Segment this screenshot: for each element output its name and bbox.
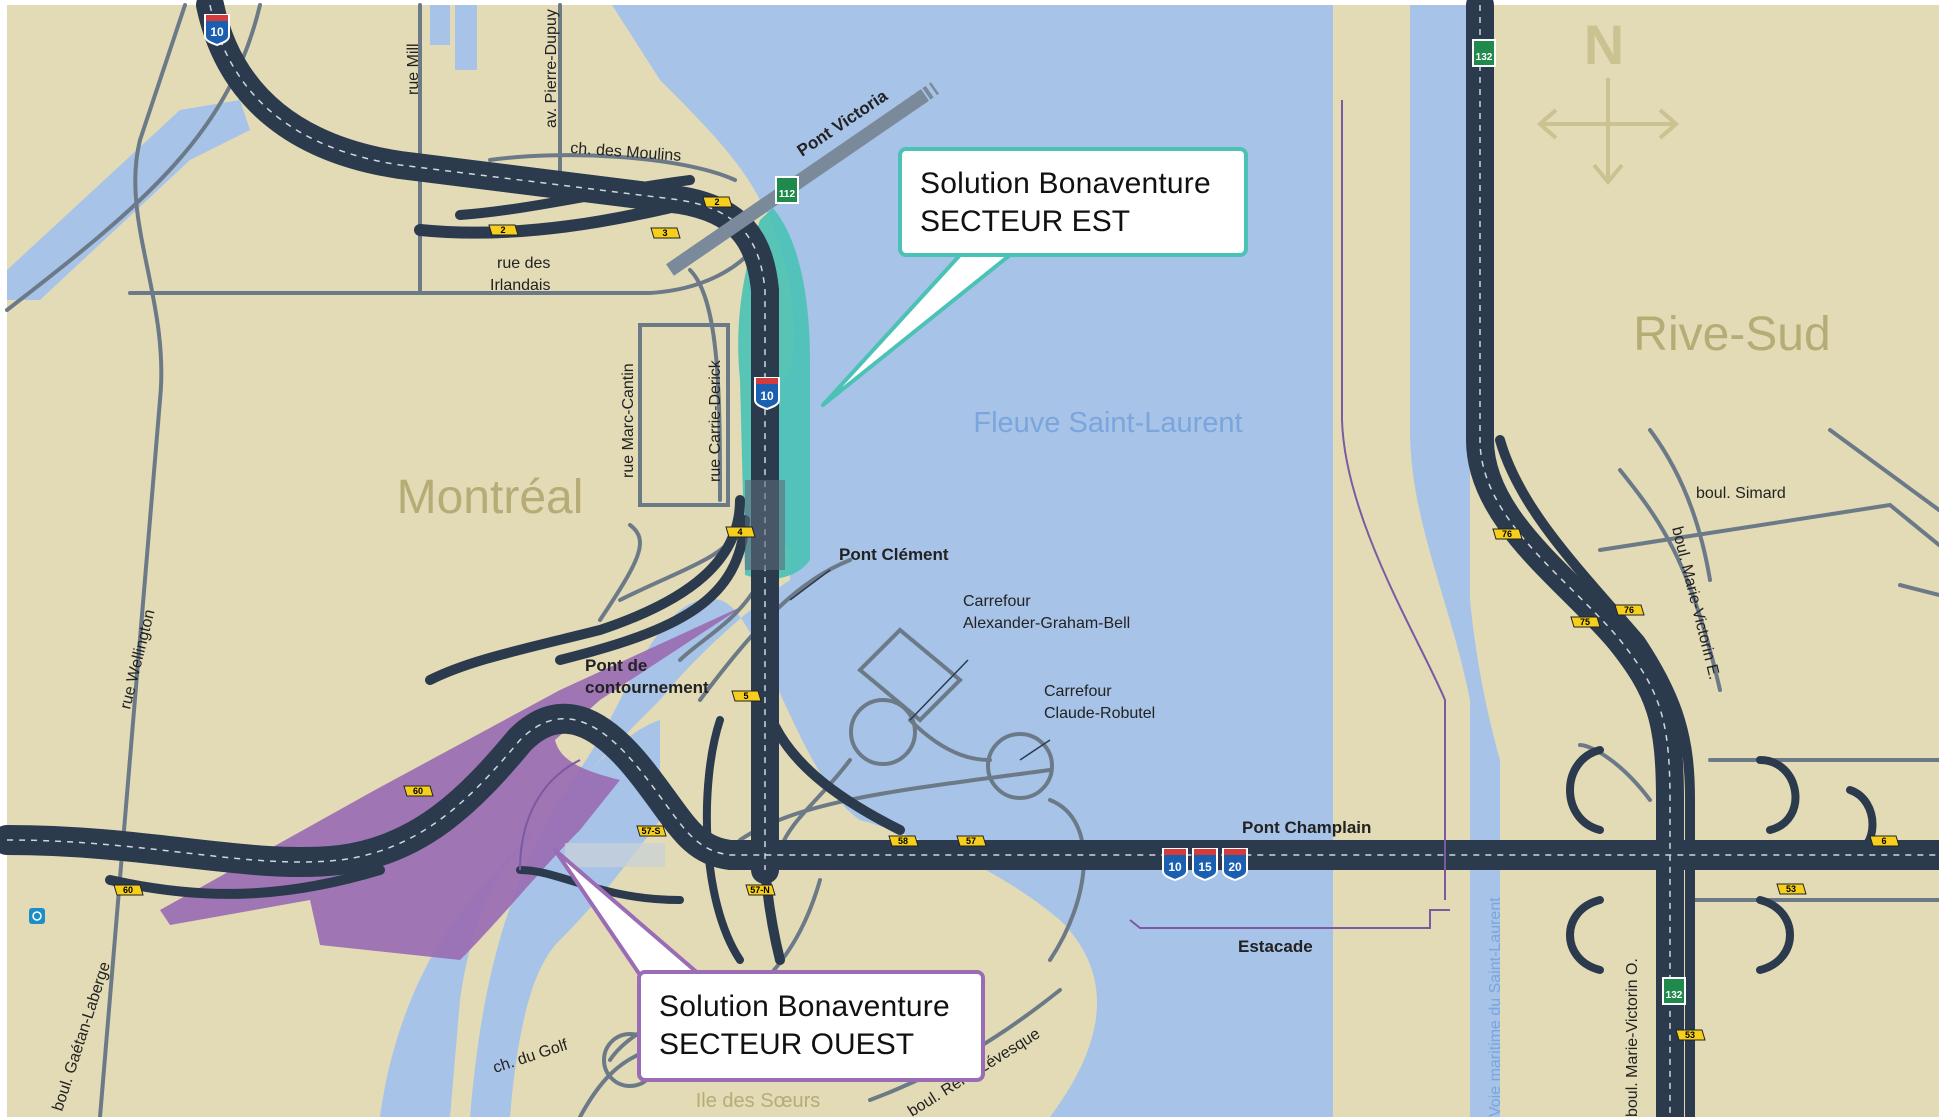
- north-label: N: [1584, 13, 1624, 76]
- callout-ouest-line1: Solution Bonaventure: [659, 990, 950, 1023]
- little-channel: [470, 720, 660, 1117]
- lane-markings: [6, 4, 1939, 1117]
- label-carrefour-agb-1: Carrefour: [963, 593, 1031, 610]
- exit-marker: 2: [488, 224, 519, 236]
- a20-shield-icon: 20: [1222, 848, 1248, 882]
- exit-marker: 53: [1776, 883, 1807, 895]
- seaway-dike: [1342, 5, 1470, 1117]
- r132-shield-icon: 132: [1472, 39, 1496, 67]
- label-rue-des-irlandais-1: rue des: [497, 255, 550, 272]
- svg-text:10: 10: [1168, 860, 1182, 874]
- svg-text:4: 4: [737, 527, 742, 537]
- exit-marker: 4: [725, 526, 756, 538]
- streets: [5, 3, 1939, 1117]
- svg-text:10: 10: [760, 389, 774, 403]
- exit-markers: 2 2 3 4 5 60 60 57-S 57-N 58 57 76 75 76…: [113, 196, 1900, 1041]
- svg-text:132: 132: [1476, 52, 1493, 63]
- label-carrefour-agb-2: Alexander-Graham-Bell: [963, 615, 1130, 632]
- svg-text:132: 132: [1666, 990, 1683, 1001]
- exit-marker: 76: [1492, 528, 1523, 540]
- label-voie-maritime: Voie maritime du Saint-Laurent: [1487, 897, 1504, 1117]
- svg-text:57-N: 57-N: [750, 885, 770, 895]
- callout-ouest-line2: SECTEUR OUEST: [659, 1028, 915, 1061]
- a10-shield-icon: 10: [204, 14, 230, 47]
- label-fleuve: Fleuve Saint-Laurent: [973, 407, 1242, 439]
- label-rive-sud: Rive-Sud: [1633, 308, 1830, 361]
- exit-marker: 2: [702, 196, 733, 208]
- callout-secteur-est: Solution Bonaventure SECTEUR EST: [898, 147, 1248, 257]
- exit-marker: 53: [1675, 1029, 1706, 1041]
- label-av-pierre-dupuy: av. Pierre-Dupuy: [543, 9, 560, 128]
- exit-marker: 76: [1614, 604, 1645, 616]
- r112-shield-icon: 112: [775, 176, 799, 204]
- svg-text:58: 58: [898, 836, 908, 846]
- svg-text:2: 2: [500, 225, 505, 235]
- exit-marker: 3: [650, 227, 681, 239]
- svg-text:57: 57: [966, 836, 976, 846]
- svg-text:15: 15: [1198, 860, 1212, 874]
- exit-marker: 57: [956, 835, 987, 847]
- label-carrefour-cr-1: Carrefour: [1044, 683, 1112, 700]
- svg-text:60: 60: [123, 885, 133, 895]
- exit-marker: 60: [113, 884, 144, 896]
- svg-text:76: 76: [1502, 529, 1512, 539]
- svg-text:2: 2: [714, 197, 719, 207]
- svg-text:6: 6: [1881, 836, 1886, 846]
- label-pont-contournement-1: Pont de: [585, 656, 647, 675]
- seaway-channel: [1410, 5, 1520, 1117]
- label-ile-des-soeurs: Ile des Sœurs: [696, 1090, 820, 1112]
- label-boul-marie-victorin-o: boul. Marie-Victorin O.: [1624, 958, 1641, 1117]
- estacade-line: [1129, 909, 1450, 929]
- label-carrefour-cr-2: Claude-Robutel: [1044, 705, 1155, 722]
- label-boul-simard: boul. Simard: [1696, 485, 1786, 502]
- svg-text:20: 20: [1228, 860, 1242, 874]
- a15-shield-icon: 15: [1192, 848, 1218, 882]
- svg-text:53: 53: [1786, 884, 1796, 894]
- svg-text:75: 75: [1580, 617, 1590, 627]
- a10-shield-icon: 10: [754, 377, 780, 411]
- label-rue-mill: rue Mill: [405, 43, 422, 95]
- st-lawrence-river: [380, 5, 1333, 1117]
- label-montreal: Montréal: [397, 471, 584, 524]
- bike-path-icon: [29, 908, 45, 924]
- label-pont-clement: Pont Clément: [839, 545, 949, 564]
- exit-marker: 5: [731, 690, 762, 702]
- callout-est-line2: SECTEUR EST: [920, 205, 1131, 238]
- label-rue-carrie-derick: rue Carrie-Derick: [707, 359, 724, 482]
- label-pont-contournement-2: contournement: [585, 678, 709, 697]
- svg-text:10: 10: [210, 25, 224, 39]
- compass-icon: [1536, 78, 1680, 186]
- exit-marker: 58: [888, 835, 919, 847]
- svg-text:112: 112: [779, 189, 796, 200]
- svg-text:57-S: 57-S: [641, 826, 660, 836]
- a10-shield-icon: 10: [1162, 848, 1188, 882]
- canal-slip: [455, 5, 477, 70]
- label-rue-des-irlandais-2: Irlandais: [490, 277, 550, 294]
- callout-secteur-ouest: Solution Bonaventure SECTEUR OUEST: [637, 970, 985, 1082]
- exit-marker: 60: [403, 785, 434, 797]
- r132-shield-icon: 132: [1662, 977, 1686, 1005]
- svg-text:60: 60: [413, 786, 423, 796]
- exit-marker: 75: [1570, 616, 1601, 628]
- svg-text:3: 3: [662, 228, 667, 238]
- label-rue-marc-cantin: rue Marc-Cantin: [620, 363, 637, 478]
- exit-marker: 57-N: [745, 884, 776, 896]
- svg-text:53: 53: [1685, 1030, 1695, 1040]
- callout-est-line1: Solution Bonaventure: [920, 167, 1211, 200]
- svg-text:76: 76: [1624, 605, 1634, 615]
- exit-marker: 57-S: [636, 825, 667, 837]
- exit-marker: 6: [1869, 835, 1900, 847]
- svg-text:5: 5: [743, 691, 748, 701]
- label-estacade: Estacade: [1238, 937, 1313, 956]
- label-pont-champlain: Pont Champlain: [1242, 818, 1371, 837]
